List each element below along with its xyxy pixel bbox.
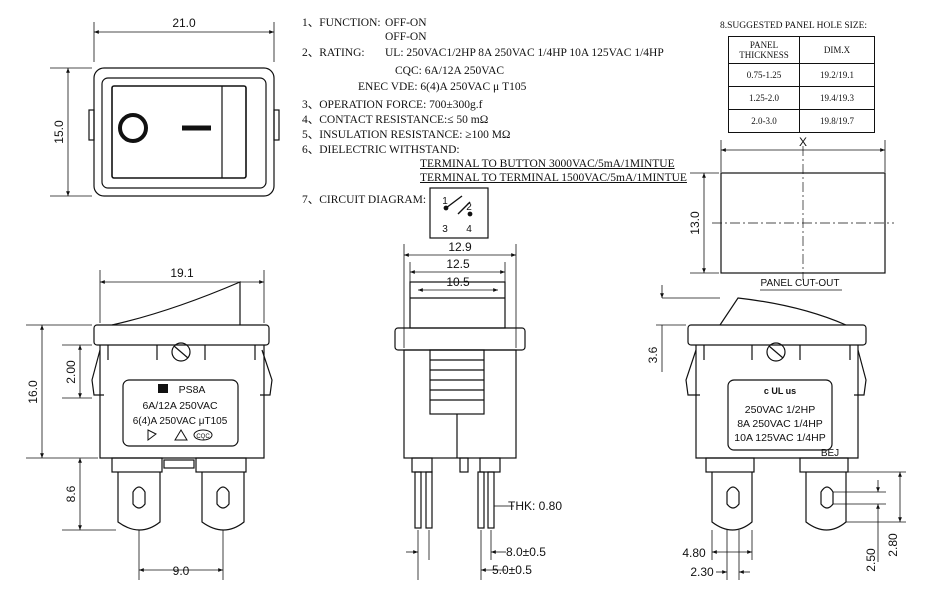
table-row: 2.0-3.0 19.8/19.7	[728, 109, 875, 133]
label-right-line-2: 8A 250VAC 1/4HP	[737, 418, 823, 430]
spec-rating-ul: UL: 250VAC1/2HP 8A 250VAC 1/4HP 10A 125V…	[385, 47, 664, 59]
dim-side-2: 2.00	[64, 360, 78, 384]
label-left-line-2: 6(4)A 250VAC μT105	[133, 416, 228, 427]
spec-function-label: 1、FUNCTION:	[302, 17, 381, 29]
dim-front-bottom-2: 5.0±0.5	[492, 563, 532, 577]
rivet-icon	[766, 342, 786, 362]
dim-cutout-x: X	[799, 135, 807, 149]
circuit-pin-label: 2	[466, 202, 472, 213]
table-cell: 2.0-3.0	[728, 109, 800, 133]
panel-hole-table: PANEL THICKNESS DIM.X 0.75-1.25 19.2/19.…	[728, 36, 875, 133]
rating-label-right	[727, 379, 833, 451]
circuit-pin-label: 1	[442, 196, 448, 207]
off-symbol-icon	[118, 113, 148, 143]
dim-cutout-height: 13.0	[688, 211, 702, 235]
circuit-pin-label: 4	[466, 224, 472, 235]
front-view	[394, 244, 526, 580]
spec-circuit-diagram: 7、CIRCUIT DIAGRAM:	[302, 194, 427, 206]
table-cell: 19.8/19.7	[799, 109, 875, 133]
table-row: 1.25-2.0 19.4/19.3	[728, 86, 875, 110]
rivet-icon	[171, 342, 191, 362]
dim-front-thickness: THK: 0.80	[508, 499, 562, 513]
circuit-diagram	[429, 187, 489, 239]
dim-front-width-1: 12.9	[448, 240, 472, 254]
label-left-line-1: 6A/12A 250VAC	[142, 400, 218, 412]
dim-side-width: 19.1	[170, 266, 194, 280]
panel-cutout	[690, 140, 894, 291]
table-cell: 0.75-1.25	[728, 63, 800, 87]
table-cell: 1.25-2.0	[728, 86, 800, 110]
dim-top-width: 21.0	[172, 16, 196, 30]
spec-function-value-1: OFF-ON	[385, 17, 427, 29]
dim-front-width-3: 10.5	[446, 275, 470, 289]
spec-dielectric: 6、DIELECTRIC WITHSTAND:	[302, 144, 460, 156]
label-right-line-3: 10A 125VAC 1/4HP	[734, 432, 825, 444]
dim-right-480: 4.80	[682, 546, 706, 560]
panel-hole-title: 8.SUGGESTED PANEL HOLE SIZE:	[720, 21, 868, 31]
dim-top-height: 15.0	[52, 120, 66, 144]
dim-side-pitch: 9.0	[173, 564, 190, 578]
panel-cutout-label: PANEL CUT-OUT	[761, 278, 840, 289]
label-right-brand: BEJ	[821, 448, 839, 459]
ul-mark-icon: c UL us	[764, 386, 796, 396]
dim-front-bottom-1: 8.0±0.5	[506, 545, 546, 559]
spec-rating-cqc: CQC: 6A/12A 250VAC	[395, 65, 505, 77]
label-right-line-1: 250VAC 1/2HP	[745, 404, 815, 416]
spec-operation-force: 3、OPERATION FORCE: 700±300g.f	[302, 99, 483, 111]
label-model: PS8A	[179, 384, 206, 396]
dim-right-280: 2.80	[886, 533, 900, 557]
spec-insulation-resistance: 5、INSULATION RESISTANCE: ≥100 MΩ	[302, 129, 511, 141]
spec-dielectric-1: TERMINAL TO BUTTON 3000VAC/5mA/1MINTUE	[420, 158, 675, 170]
spec-dielectric-2: TERMINAL TO TERMINAL 1500VAC/5mA/1MINTUE	[420, 172, 687, 184]
spec-function-value-2: OFF-ON	[385, 31, 427, 43]
spec-rating-label: 2、RATING:	[302, 47, 365, 59]
cqc-mark-icon	[193, 429, 213, 441]
brand-logo-icon	[158, 384, 168, 393]
side-view-right	[656, 285, 906, 580]
dim-side-terminal: 8.6	[64, 485, 78, 502]
top-view	[50, 22, 280, 197]
dim-front-width-2: 12.5	[446, 257, 470, 271]
dim-right-250: 2.50	[864, 548, 878, 572]
cert-text: CQC	[196, 434, 210, 440]
dim-right-230: 2.30	[690, 565, 714, 579]
spec-rating-enec: ENEC VDE: 6(4)A 250VAC μ T105	[358, 81, 527, 93]
spec-contact-resistance: 4、CONTACT RESISTANCE:≤ 50 mΩ	[302, 114, 489, 126]
cert-mark-icon	[147, 429, 157, 441]
warning-triangle-icon	[174, 429, 188, 441]
rating-label-left	[122, 379, 239, 447]
side-view-left	[26, 270, 273, 580]
dim-right-36: 3.6	[646, 346, 660, 363]
circuit-pin-label: 3	[442, 224, 448, 235]
dim-side-height: 16.0	[26, 380, 40, 404]
